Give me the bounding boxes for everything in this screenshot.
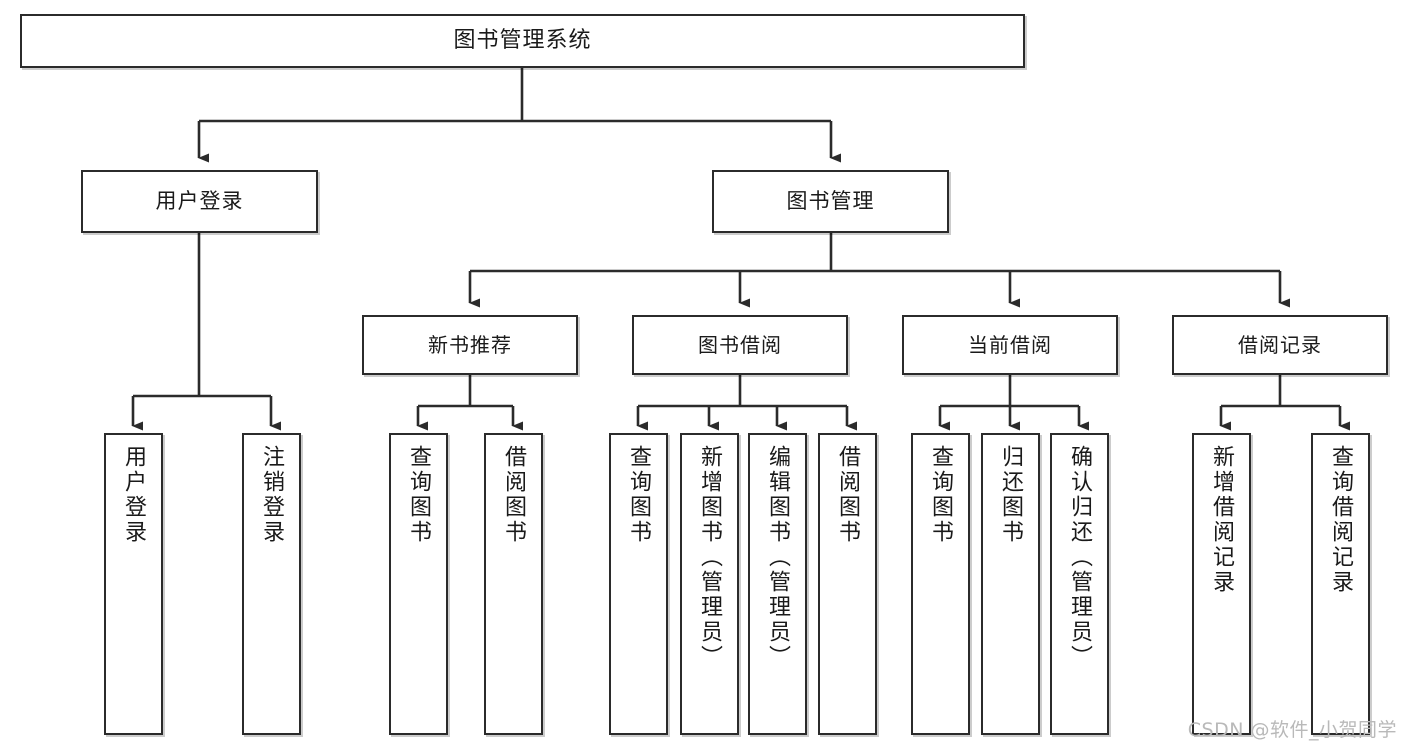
node-book-management[interactable]: 图书管理 — [712, 170, 949, 233]
node-label: 查询图书 — [626, 445, 652, 545]
leaf-borrow-edit-book-admin[interactable]: 编辑图书（管理员） — [748, 433, 807, 735]
node-label: 查询图书 — [406, 445, 432, 545]
node-label: 图书管理系统 — [453, 28, 592, 54]
node-label: 新书推荐 — [428, 332, 512, 357]
leaf-current-return-book[interactable]: 归还图书 — [981, 433, 1040, 735]
node-label: 图书管理 — [786, 189, 875, 214]
leaf-records-query-record[interactable]: 查询借阅记录 — [1311, 433, 1370, 735]
leaf-borrow-query-book[interactable]: 查询图书 — [609, 433, 668, 735]
node-borrow-records[interactable]: 借阅记录 — [1172, 315, 1388, 375]
node-label: 借阅图书 — [501, 445, 527, 545]
node-root-system[interactable]: 图书管理系统 — [20, 14, 1025, 68]
leaf-records-add-record[interactable]: 新增借阅记录 — [1192, 433, 1251, 735]
node-label: 归还图书 — [998, 445, 1024, 545]
node-label: 查询图书 — [928, 445, 954, 545]
watermark-text: CSDN @软件_小贺同学 — [1187, 719, 1397, 741]
node-label: 新增图书（管理员） — [697, 445, 723, 670]
node-book-borrow[interactable]: 图书借阅 — [632, 315, 848, 375]
node-label: 用户登录 — [121, 445, 147, 545]
node-label: 确认归还（管理员） — [1067, 445, 1093, 670]
node-label: 图书借阅 — [698, 332, 782, 357]
node-label: 编辑图书（管理员） — [765, 445, 791, 670]
node-label: 借阅记录 — [1238, 332, 1322, 357]
leaf-borrow-add-book-admin[interactable]: 新增图书（管理员） — [680, 433, 739, 735]
node-current-borrow[interactable]: 当前借阅 — [902, 315, 1118, 375]
node-label: 新增借阅记录 — [1209, 445, 1235, 595]
node-label: 查询借阅记录 — [1328, 445, 1354, 595]
leaf-user-login-login[interactable]: 用户登录 — [104, 433, 163, 735]
node-label: 当前借阅 — [968, 332, 1052, 357]
leaf-recommend-query-book[interactable]: 查询图书 — [389, 433, 448, 735]
node-user-login[interactable]: 用户登录 — [81, 170, 318, 233]
node-label: 用户登录 — [155, 189, 244, 214]
node-new-book-recommend[interactable]: 新书推荐 — [362, 315, 578, 375]
node-label: 注销登录 — [259, 445, 285, 545]
leaf-current-confirm-return-admin[interactable]: 确认归还（管理员） — [1050, 433, 1109, 735]
leaf-borrow-borrow-book[interactable]: 借阅图书 — [818, 433, 877, 735]
node-label: 借阅图书 — [835, 445, 861, 545]
leaf-user-login-logout[interactable]: 注销登录 — [242, 433, 301, 735]
leaf-recommend-borrow-book[interactable]: 借阅图书 — [484, 433, 543, 735]
leaf-current-query-book[interactable]: 查询图书 — [911, 433, 970, 735]
